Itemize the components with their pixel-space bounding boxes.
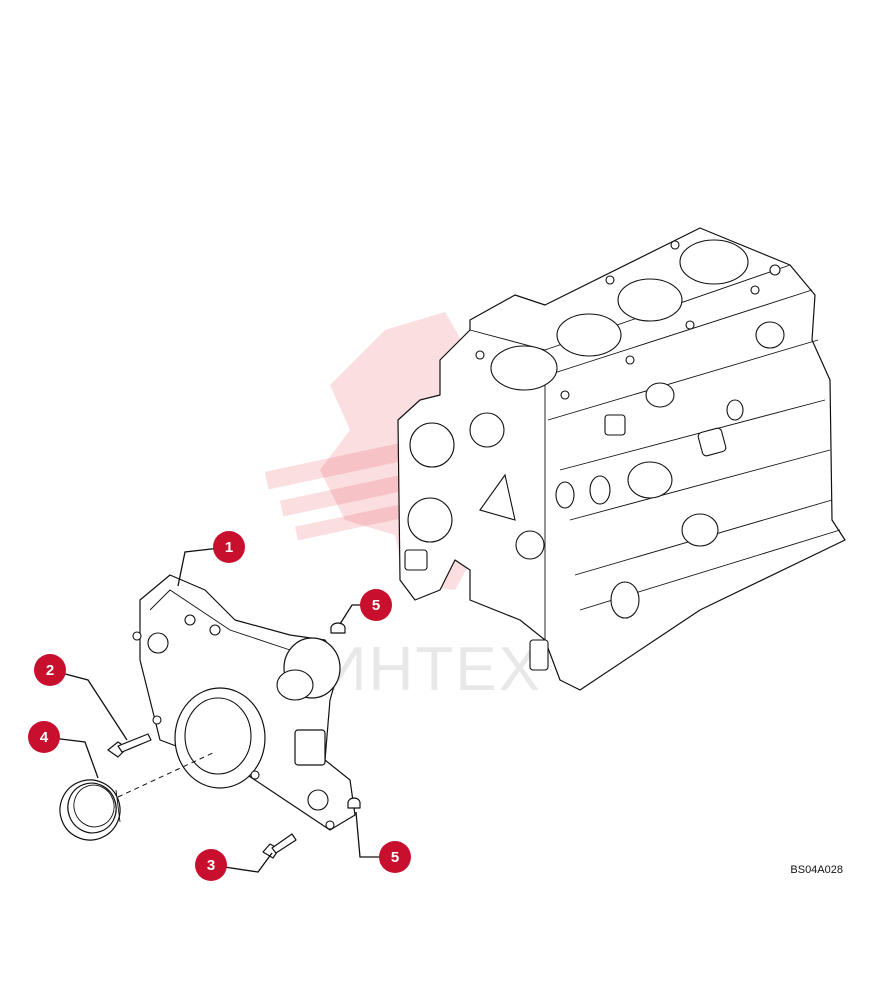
bolt-part-2 — [107, 733, 152, 758]
callout-3: 3 — [195, 849, 227, 881]
callout-4: 4 — [28, 721, 60, 753]
bolt-part-3 — [262, 833, 297, 859]
dowel-pin-lower — [347, 797, 361, 809]
callout-1: 1 — [213, 531, 245, 563]
svg-text:3: 3 — [207, 857, 215, 874]
engine-block — [397, 227, 846, 691]
callout-2: 2 — [34, 654, 66, 686]
callout-5b: 5 — [379, 841, 411, 873]
svg-text:4: 4 — [40, 729, 49, 746]
watermark-text: ИНТЕХ — [322, 635, 542, 704]
svg-text:5: 5 — [372, 597, 380, 614]
drawing-code-label: BS04A028 — [790, 864, 843, 876]
timing-cover-part — [132, 574, 356, 831]
callout-5a: 5 — [360, 589, 392, 621]
svg-text:5: 5 — [391, 849, 399, 866]
oil-seal-part — [59, 779, 121, 841]
svg-text:1: 1 — [225, 539, 233, 556]
dowel-pin-upper — [330, 622, 346, 634]
svg-text:2: 2 — [46, 662, 54, 679]
